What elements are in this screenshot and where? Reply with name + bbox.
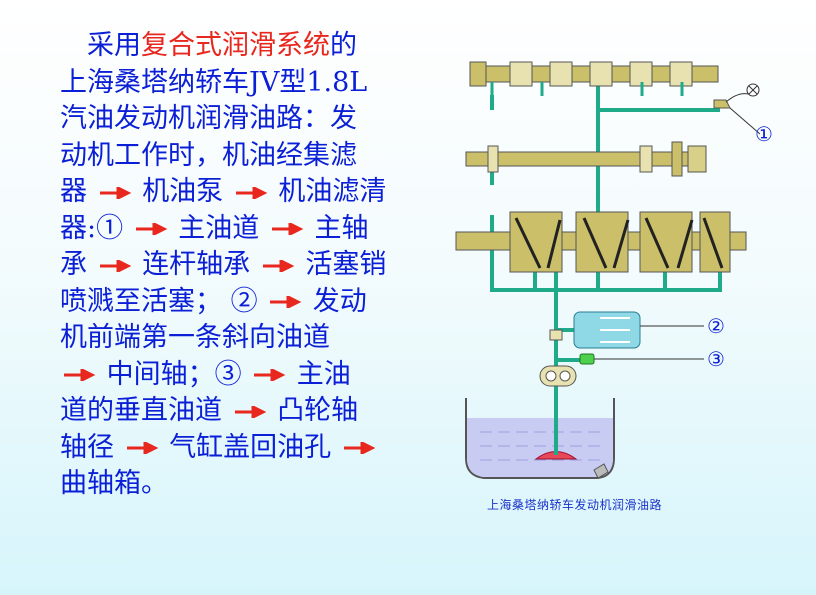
- text-line-6c: 主轴: [314, 212, 369, 244]
- callout-1: ①: [755, 122, 773, 146]
- text-line-4: 动机工作时，机油经集滤: [60, 139, 357, 171]
- text-line-5a: 器: [60, 176, 87, 207]
- text-line-5b: 机油泵: [142, 176, 224, 207]
- text-line-10b: 主油: [296, 358, 351, 390]
- flow-arrow-icon: [64, 369, 96, 381]
- flow-arrow-icon: [343, 442, 376, 454]
- text-highlight: 复合式润滑系统: [141, 30, 330, 61]
- description-text: 采用复合式润滑系统的 上海桑塔纳轿车JV型1.8L 汽油发动机润滑油路：发 动机…: [60, 28, 420, 503]
- text-line-8: 喷溅至活塞； ②: [60, 285, 258, 317]
- sump-oil: [467, 418, 613, 477]
- oil-strainer: [534, 451, 578, 460]
- crankshaft: [455, 211, 747, 273]
- oil-pressure-switch: [713, 83, 760, 109]
- flow-arrow-icon: [270, 296, 302, 308]
- flow-arrow-icon: [235, 186, 268, 199]
- lubrication-diagram: [455, 61, 760, 479]
- text-line-13: 曲轴箱。: [60, 468, 168, 499]
- text-line1-rest: 的: [330, 30, 357, 61]
- text-line-10a: 中间轴；③: [106, 358, 242, 390]
- text-line-6b: 主油道: [178, 212, 260, 244]
- text-line-5c: 机油滤清: [278, 176, 387, 207]
- oil-pump: [539, 365, 577, 387]
- camshaft: [469, 61, 719, 96]
- callout-3: ③: [707, 347, 725, 371]
- oil-filter: [549, 311, 641, 349]
- flow-arrow-icon: [135, 223, 168, 235]
- flow-arrow-icon: [271, 223, 304, 235]
- text-line-11a: 道的垂直油道: [60, 395, 222, 426]
- text-line-7b: 连杆轴承: [142, 249, 251, 280]
- text-line-8b: 发动: [312, 285, 367, 317]
- callout-2: ②: [707, 314, 725, 338]
- text-intro: 采用: [87, 30, 141, 61]
- text-line-2: 上海桑塔纳轿车JV型1.8L: [60, 66, 368, 98]
- text-line-6a: 器:①: [60, 212, 124, 244]
- flow-arrow-icon: [99, 186, 131, 199]
- text-line-7c: 活塞销: [305, 249, 387, 280]
- flow-arrow-icon: [254, 369, 286, 381]
- text-line-12a: 轴径: [60, 431, 114, 463]
- text-line-11b: 凸轮轴: [277, 395, 359, 426]
- text-line-12b: 气缸盖回油孔: [169, 431, 332, 463]
- relief-valve: [579, 353, 595, 365]
- flow-arrow-icon: [262, 259, 295, 272]
- intermediate-shaft: [465, 141, 707, 177]
- flow-arrow-icon: [99, 259, 131, 272]
- oil-pan: [465, 398, 615, 479]
- flow-arrow-icon: [126, 442, 158, 454]
- callout-1-leader: [729, 107, 760, 135]
- text-line-3: 汽油发动机润滑油路：发: [60, 103, 357, 134]
- text-line-9: 机前端第一条斜向油道: [60, 322, 330, 353]
- text-line-7a: 承: [60, 249, 87, 280]
- flow-arrow-icon: [234, 405, 266, 418]
- diagram-caption: 上海桑塔纳轿车发动机润滑油路: [487, 498, 663, 512]
